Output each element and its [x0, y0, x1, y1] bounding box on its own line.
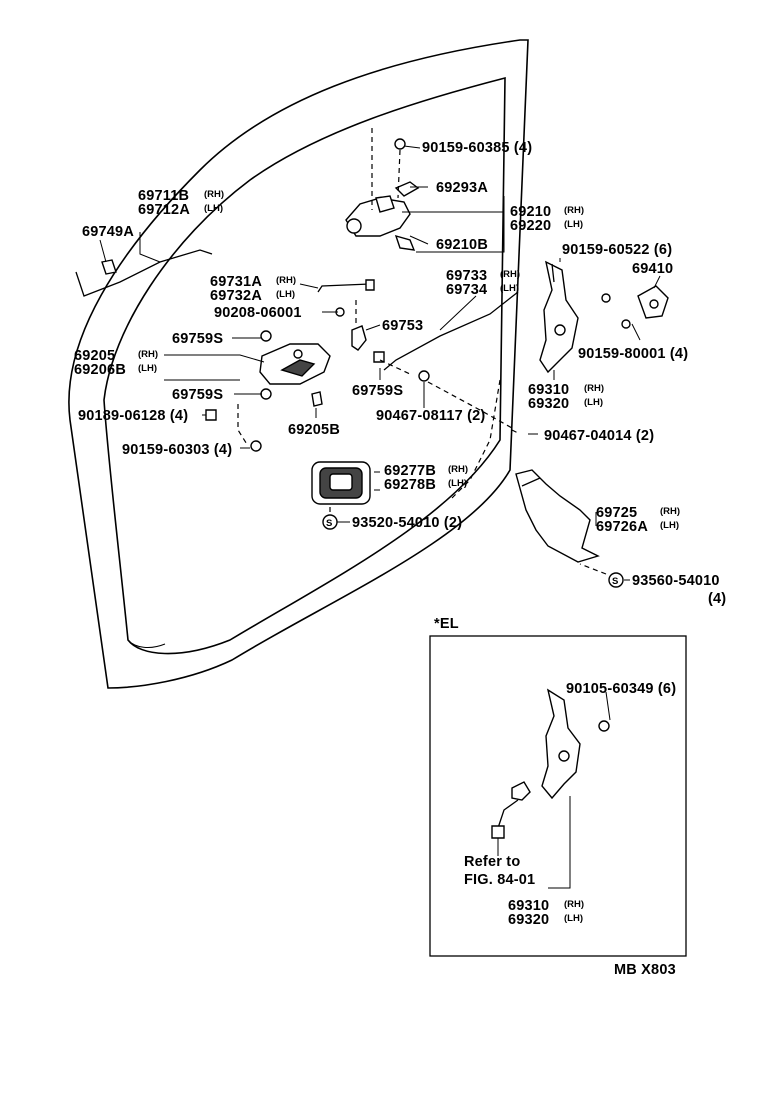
bolt-dashed-line — [511, 429, 521, 435]
label-69320-el: 69320 — [508, 912, 549, 928]
label-lh: (LH) — [138, 363, 157, 374]
label-lh: (LH) — [584, 397, 603, 408]
rod-69733 — [383, 291, 519, 371]
label-lh: (LH) — [564, 913, 583, 924]
inside-handle-69205 — [205, 330, 331, 452]
label-lh: (LH) — [448, 478, 467, 489]
label-69206B: 69206B — [74, 362, 126, 378]
label-69220: 69220 — [510, 218, 551, 234]
part-labels: 69711B (RH) 69712A (LH) 69749A 90159-603… — [74, 140, 726, 607]
label-93520-54010: 93520-54010 (2) — [352, 515, 462, 531]
label-69759S: 69759S — [172, 331, 223, 347]
s-mark: S — [612, 576, 618, 587]
label-69410: 69410 — [632, 261, 673, 277]
label-69205B: 69205B — [288, 422, 340, 438]
label-69210: 69210 — [510, 204, 551, 220]
label-lh: (LH) — [204, 203, 223, 214]
s-mark: S — [326, 518, 332, 529]
label-lh: (LH) — [500, 283, 519, 294]
inset-title: *EL — [434, 616, 459, 632]
label-lh: (LH) — [276, 289, 295, 300]
label-69210B: 69210B — [436, 237, 488, 253]
label-90159-60522: 90159-60522 (6) — [562, 242, 672, 258]
label-lh: (LH) — [564, 219, 583, 230]
label-rh: (RH) — [564, 899, 584, 910]
label-69753: 69753 — [382, 318, 423, 334]
link-69753 — [335, 300, 513, 429]
refer-fig-label: FIG. 84-01 — [464, 872, 535, 888]
label-69320: 69320 — [528, 396, 569, 412]
label-69759S: 69759S — [172, 387, 223, 403]
label-69310: 69310 — [528, 382, 569, 398]
label-69734: 69734 — [446, 282, 487, 298]
label-lh: (LH) — [660, 520, 679, 531]
label-69712A: 69712A — [138, 202, 190, 218]
label-69278B: 69278B — [384, 477, 436, 493]
label-rh: (RH) — [448, 464, 468, 475]
lock-cylinder-69210 — [345, 128, 420, 251]
door-lock-69310 — [539, 260, 669, 374]
label-90159-80001: 90159-80001 (4) — [578, 346, 688, 362]
label-69726A: 69726A — [596, 519, 648, 535]
label-90467-04014: 90467-04014 (2) — [544, 428, 654, 444]
label-rh: (RH) — [276, 275, 296, 286]
label-69733: 69733 — [446, 268, 487, 284]
label-rh: (RH) — [500, 269, 520, 280]
door-dashed-line — [449, 379, 501, 501]
label-90159-60303: 90159-60303 (4) — [122, 442, 232, 458]
rod-69711B — [75, 249, 213, 297]
outside-handle-69277B — [311, 461, 371, 530]
label-90159-60385: 90159-60385 (4) — [422, 140, 532, 156]
refer-to-label: Refer to — [464, 854, 520, 870]
label-rh: (RH) — [584, 383, 604, 394]
inset-el: *EL 90105-60349 (6) Refer to FIG. 84-01 … — [429, 616, 687, 957]
label-90105-60349: 90105-60349 (6) — [566, 681, 676, 697]
label-69759S: 69759S — [352, 383, 403, 399]
label-69749A: 69749A — [82, 224, 134, 240]
leader-lines — [99, 145, 661, 581]
label-69732A: 69732A — [210, 288, 262, 304]
label-rh: (RH) — [138, 349, 158, 360]
label-69725: 69725 — [596, 505, 637, 521]
rod-69731A — [317, 279, 375, 293]
label-69310-el: 69310 — [508, 898, 549, 914]
label-rh: (RH) — [660, 506, 680, 517]
label-69711B: 69711B — [138, 188, 189, 204]
label-rh: (RH) — [204, 189, 224, 200]
frame-69725 — [515, 469, 624, 588]
label-90467-08117: 90467-08117 (2) — [376, 408, 485, 424]
label-90189-06128: 90189-06128 (4) — [78, 408, 188, 424]
label-69731A: 69731A — [210, 274, 262, 290]
drawing-code: MB X803 — [614, 962, 676, 978]
door-outline — [68, 39, 529, 689]
label-93560-qty: (4) — [708, 591, 726, 607]
label-69205: 69205 — [74, 348, 115, 364]
label-90208-06001: 90208-06001 — [214, 305, 302, 321]
label-93560-54010: 93560-54010 — [632, 573, 720, 589]
label-rh: (RH) — [564, 205, 584, 216]
label-69277B: 69277B — [384, 463, 436, 479]
label-69293A: 69293A — [436, 180, 488, 196]
